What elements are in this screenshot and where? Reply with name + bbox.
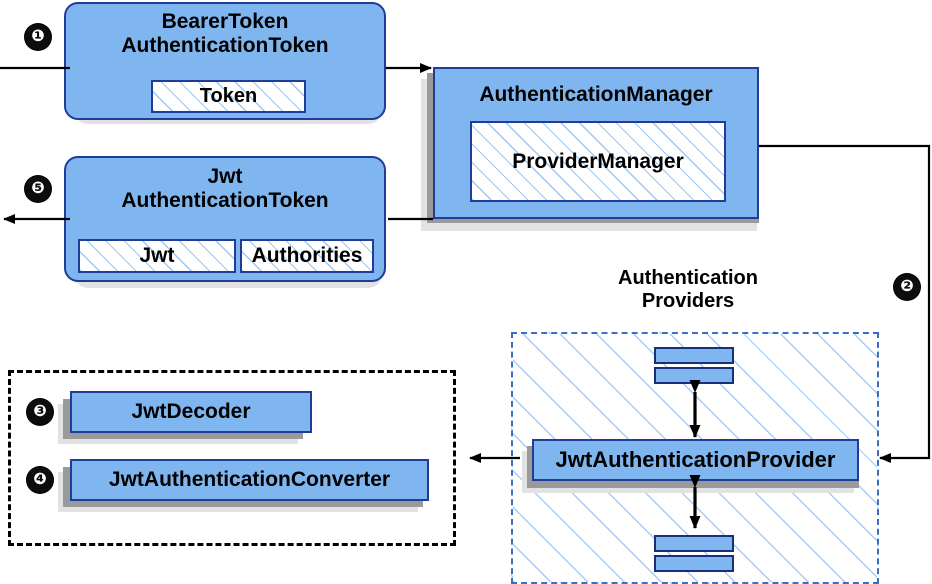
node-title: JwtAuthenticationProvider	[555, 446, 836, 472]
badge-step-3: ❸	[27, 399, 53, 425]
subbox-token[interactable]: Token	[151, 80, 306, 113]
node-jwt-authentication-provider[interactable]: JwtAuthenticationProvider	[532, 439, 859, 481]
group-jwt-support	[8, 370, 456, 546]
node-bearer-token-authentication-token[interactable]: BearerToken AuthenticationToken Token	[64, 2, 386, 120]
node-jwt-authentication-token[interactable]: Jwt AuthenticationToken Jwt Authorities	[64, 156, 386, 282]
node-authentication-manager[interactable]: AuthenticationManager ProviderManager	[433, 67, 759, 219]
group-label-authentication-providers: Authentication Providers	[618, 267, 758, 312]
node-title: JwtDecoder	[131, 400, 251, 424]
node-title: JwtAuthenticationConverter	[108, 468, 391, 492]
badge-step-1: ❶	[25, 24, 51, 50]
provider-bar-bottom-1	[654, 535, 734, 552]
subbox-authorities[interactable]: Authorities	[240, 239, 374, 273]
badge-step-4: ❹	[27, 467, 53, 493]
badge-step-5: ❺	[25, 176, 51, 202]
node-title: BearerToken AuthenticationToken	[121, 10, 329, 57]
provider-bar-top-2	[654, 367, 734, 384]
provider-bar-bottom-2	[654, 555, 734, 572]
subbox-jwt[interactable]: Jwt	[78, 239, 236, 273]
node-jwt-authentication-converter[interactable]: JwtAuthenticationConverter	[70, 459, 429, 501]
node-title: AuthenticationManager	[479, 83, 713, 106]
subbox-provider-manager[interactable]: ProviderManager	[470, 121, 726, 202]
node-title: Jwt AuthenticationToken	[121, 165, 329, 212]
badge-step-2: ❷	[894, 274, 920, 300]
node-jwt-decoder[interactable]: JwtDecoder	[70, 391, 312, 433]
provider-bar-top-1	[654, 347, 734, 364]
